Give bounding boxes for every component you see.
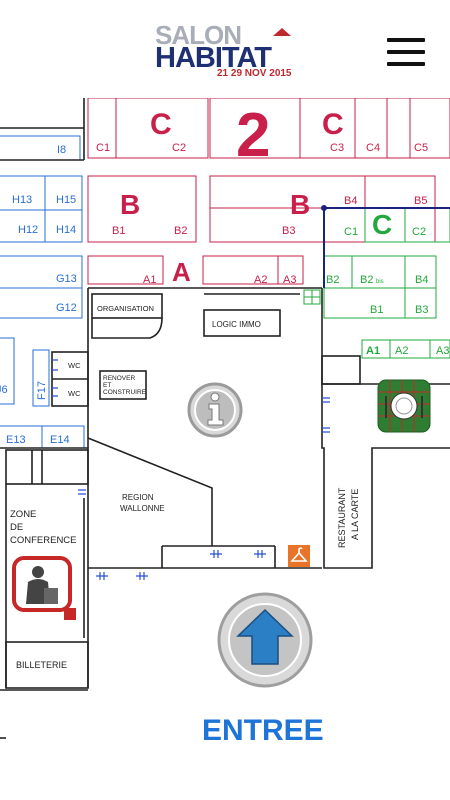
stand-b2[interactable]: B2 — [174, 225, 187, 237]
stand-g12[interactable]: G12 — [56, 302, 77, 314]
green-zone-labels: C C1 C2 B2 B2 bis B4 B1 B3 A1 A2 A3 — [326, 209, 449, 357]
stand-g13[interactable]: G13 — [56, 273, 77, 285]
room-renover-line2[interactable]: ET — [103, 382, 111, 389]
blue-zone — [0, 135, 85, 449]
stand-c1[interactable]: C1 — [96, 142, 110, 154]
stand-h13[interactable]: H13 — [12, 194, 32, 206]
room-organisation[interactable]: ORGANISATION — [97, 304, 154, 313]
floor-plan-map[interactable]: C 2 C B B A C1 C2 C3 C4 C5 B1 B2 B3 B4 B… — [0, 98, 450, 800]
stand-green-a3[interactable]: A3 — [436, 345, 449, 357]
blue-zone-labels: I8 H13 H15 H12 H14 G13 G12 J6 F17 E13 E1… — [0, 144, 77, 446]
stand-j6[interactable]: J6 — [0, 384, 8, 396]
room-region-line2[interactable]: WALLONNE — [120, 504, 165, 513]
room-restaurant-line1[interactable]: RESTAURANT — [337, 487, 347, 548]
logo-dates: 21 29 NOV 2015 — [217, 68, 292, 79]
stand-a2[interactable]: A2 — [254, 274, 267, 286]
stand-green-c1[interactable]: C1 — [344, 226, 358, 238]
zone-label-b-left: B — [120, 189, 140, 220]
door-markers — [52, 359, 330, 580]
restaurant-plate-icon[interactable] — [377, 379, 431, 433]
room-conference-line2[interactable]: DE — [10, 522, 23, 533]
room-conference-line1[interactable]: ZONE — [10, 509, 36, 520]
entrance-arrow-icon[interactable] — [217, 592, 313, 688]
stand-b3[interactable]: B3 — [282, 225, 295, 237]
stand-c3[interactable]: C3 — [330, 142, 344, 154]
room-renover-line1[interactable]: RENOVER — [103, 375, 135, 382]
stand-a3[interactable]: A3 — [283, 274, 296, 286]
hamburger-menu-icon[interactable] — [385, 36, 429, 68]
zone-label-2: 2 — [236, 101, 270, 170]
logo-habitat-text: HABITAT — [155, 42, 272, 74]
room-renover-line3[interactable]: CONSTRUIRE — [103, 389, 147, 396]
room-wc-2: WC — [68, 389, 81, 398]
navy-boundary — [321, 205, 450, 288]
stand-b4[interactable]: B4 — [344, 195, 357, 207]
red-zone-labels: C 2 C B B A C1 C2 C3 C4 C5 B1 B2 B3 B4 B… — [96, 101, 428, 287]
stand-green-b2[interactable]: B2 — [326, 274, 339, 286]
zone-label-a: A — [172, 257, 191, 287]
stand-c4[interactable]: C4 — [366, 142, 380, 154]
stand-c5[interactable]: C5 — [414, 142, 428, 154]
stand-f17[interactable]: F17 — [36, 381, 48, 400]
room-region-line1[interactable]: REGION — [122, 493, 154, 502]
stand-e13[interactable]: E13 — [6, 434, 26, 446]
stand-green-a2[interactable]: A2 — [395, 345, 408, 357]
cloakroom-icon[interactable] — [288, 545, 310, 567]
stand-h12[interactable]: H12 — [18, 224, 38, 236]
logo-salon-text: SALON — [155, 20, 242, 50]
stand-a1[interactable]: A1 — [143, 274, 156, 286]
room-restaurant-line2[interactable]: A LA CARTE — [350, 489, 360, 540]
grid-marker — [303, 289, 321, 305]
red-zone — [87, 98, 450, 285]
conference-speaker-icon[interactable] — [12, 556, 76, 620]
stand-green-b1[interactable]: B1 — [370, 304, 383, 316]
zone-label-c-green: C — [372, 209, 392, 240]
stand-green-c2[interactable]: C2 — [412, 226, 426, 238]
logo-roof-icon — [273, 28, 291, 36]
stand-c2[interactable]: C2 — [172, 142, 186, 154]
room-wc-1: WC — [68, 361, 81, 370]
room-billeterie[interactable]: BILLETERIE — [16, 660, 67, 670]
zone-label-c-top: C — [150, 108, 172, 141]
stand-green-b2bis[interactable]: B2 — [360, 274, 373, 286]
zone-label-c-top-right: C — [322, 108, 344, 141]
room-logic-immo[interactable]: LOGIC IMMO — [212, 320, 261, 329]
salon-habitat-logo[interactable]: SALON HABITAT 21 29 NOV 2015 — [155, 22, 300, 84]
stand-h15[interactable]: H15 — [56, 194, 76, 206]
stand-green-a1[interactable]: A1 — [366, 345, 380, 357]
stand-b1[interactable]: B1 — [112, 225, 125, 237]
stand-green-b3[interactable]: B3 — [415, 304, 428, 316]
stand-i8[interactable]: I8 — [57, 144, 66, 156]
stand-green-bis: bis — [376, 279, 384, 285]
entrance-label[interactable]: ENTREE — [202, 714, 324, 747]
stand-b5[interactable]: B5 — [414, 195, 427, 207]
stand-green-b4[interactable]: B4 — [415, 274, 428, 286]
room-conference-line3[interactable]: CONFERENCE — [10, 535, 77, 546]
stand-h14[interactable]: H14 — [56, 224, 76, 236]
app-header: SALON HABITAT 21 29 NOV 2015 — [0, 0, 450, 98]
stand-e14[interactable]: E14 — [50, 434, 70, 446]
info-icon[interactable] — [187, 382, 243, 438]
zone-label-b-right: B — [290, 189, 310, 220]
room-labels: ORGANISATION LOGIC IMMO WC WC RENOVER ET… — [10, 304, 360, 670]
